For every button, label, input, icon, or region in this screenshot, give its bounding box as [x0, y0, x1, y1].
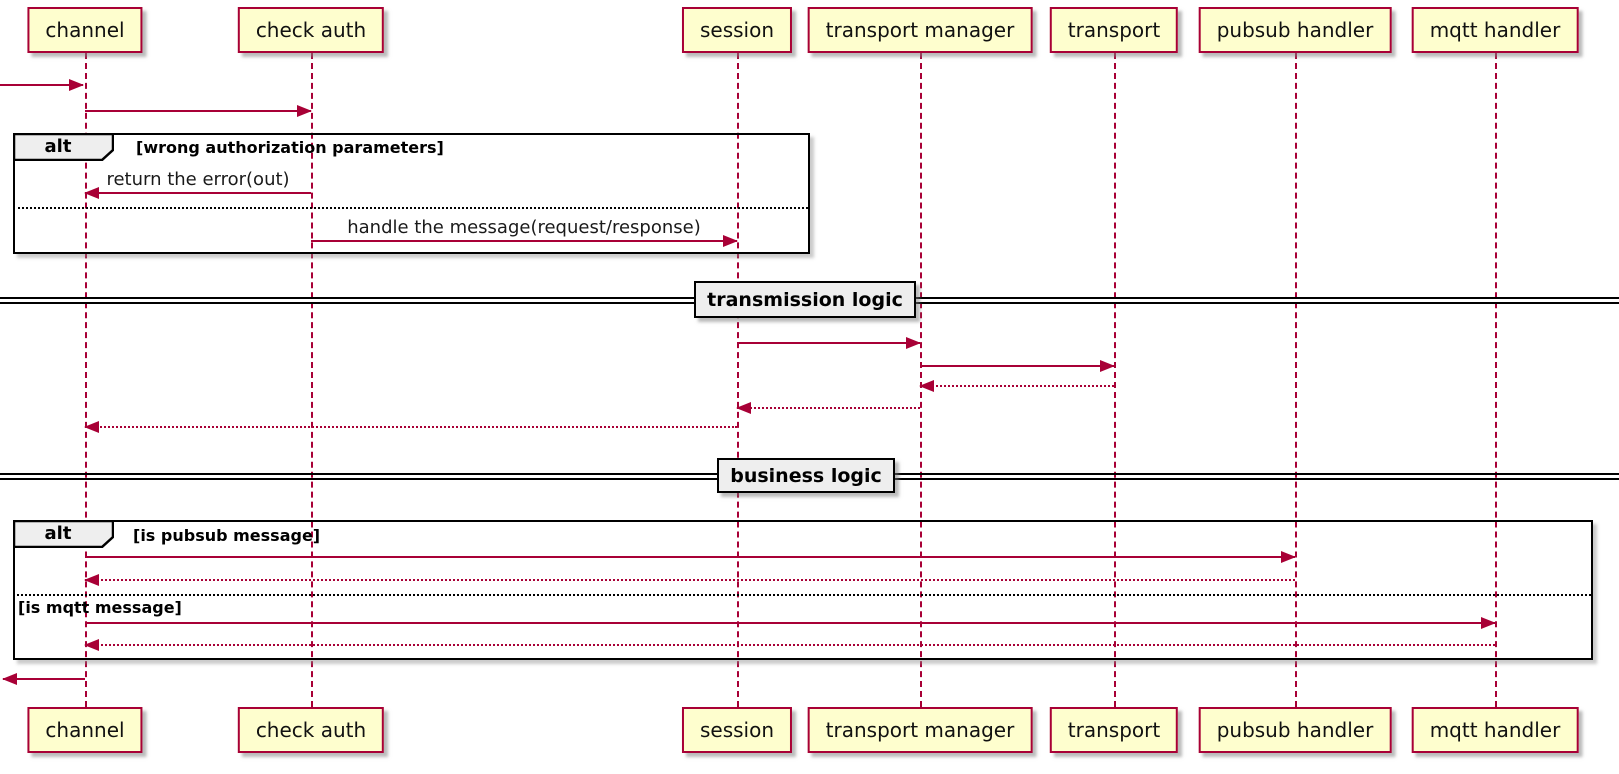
participant-bottom-transport-manager: transport manager — [807, 707, 1033, 753]
divider-business-logic: business logic — [717, 458, 895, 493]
message-label-return-error: return the error(out) — [106, 169, 290, 190]
lifeline-transport — [1114, 53, 1116, 707]
participant-top-session: session — [681, 7, 793, 53]
lifeline-pubsub-handler — [1295, 53, 1297, 707]
alt-frame-message-type-divider — [13, 594, 1591, 596]
lifeline-session — [737, 53, 739, 707]
participant-bottom-check-auth: check auth — [237, 707, 385, 753]
participant-bottom-pubsub-handler: pubsub handler — [1198, 707, 1392, 753]
alt-operator-label: alt — [44, 136, 72, 157]
participant-bottom-transport: transport — [1049, 707, 1179, 753]
lifeline-mqtt-handler — [1495, 53, 1497, 707]
lifeline-check-auth — [311, 53, 313, 707]
participant-bottom-session: session — [681, 707, 793, 753]
participant-bottom-channel: channel — [27, 707, 143, 753]
alt-guard-wrong-authorization: [wrong authorization parameters] — [136, 138, 444, 157]
participant-top-channel: channel — [27, 7, 143, 53]
alt-operator-label: alt — [44, 523, 72, 544]
participant-top-mqtt-handler: mqtt handler — [1411, 7, 1579, 53]
participant-top-transport-manager: transport manager — [807, 7, 1033, 53]
participant-top-pubsub-handler: pubsub handler — [1198, 7, 1392, 53]
alt-frame-authorization-divider — [13, 207, 808, 209]
alt-guard-is-mqtt: [is mqtt message] — [18, 598, 182, 617]
divider-transmission-logic: transmission logic — [694, 281, 916, 318]
participant-bottom-mqtt-handler: mqtt handler — [1411, 707, 1579, 753]
participant-top-transport: transport — [1049, 7, 1179, 53]
alt-guard-is-pubsub: [is pubsub message] — [133, 526, 321, 545]
participant-top-check-auth: check auth — [237, 7, 385, 53]
lifeline-channel — [85, 53, 87, 707]
message-label-handle-message: handle the message(request/response) — [347, 217, 701, 238]
